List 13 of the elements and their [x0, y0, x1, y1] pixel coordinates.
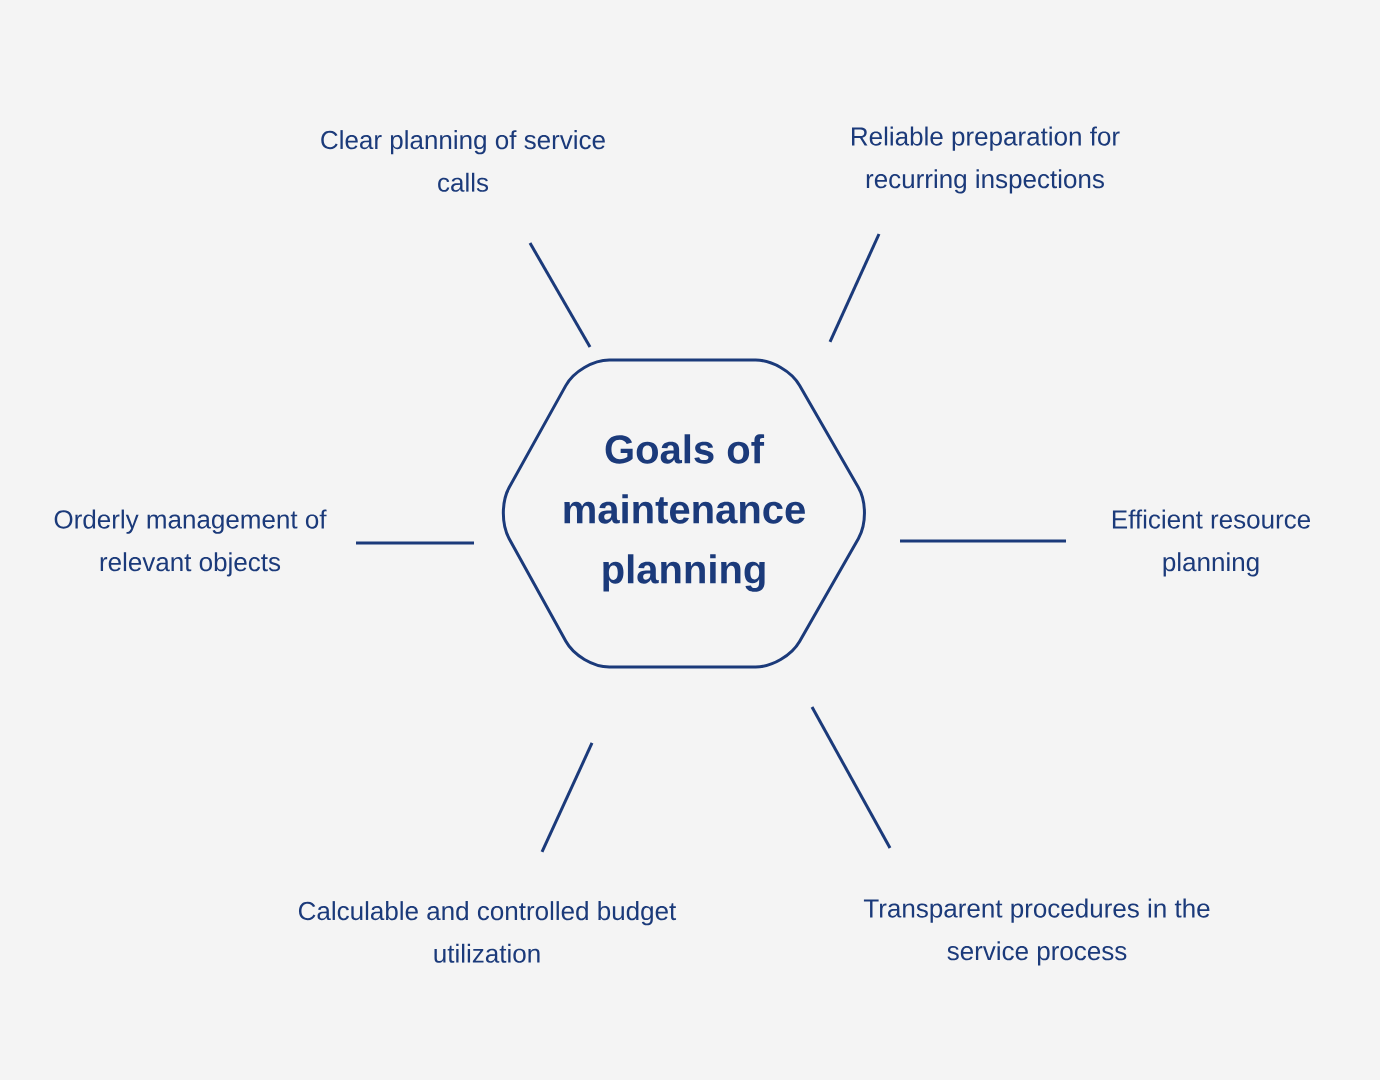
goal-label: Efficient resource planning [1112, 509, 1310, 577]
connector-line [900, 539, 1066, 543]
connector-line [540, 742, 594, 853]
hexagon: Goals of maintenance planning [501, 358, 866, 669]
connector-line [528, 242, 592, 348]
goal-label: Reliable preparation for recurring inspections [852, 126, 1120, 194]
connector-line [828, 233, 881, 343]
goal-label: Transparent procedures in the service process [863, 898, 1210, 966]
connector-line [356, 541, 474, 545]
goal-label: Clear planning of service calls [321, 130, 605, 192]
connector-line [810, 706, 892, 849]
goal-label: Calculable and controlled budget utilization [298, 901, 677, 963]
goal-label: Orderly management of relevant objects [54, 509, 327, 577]
